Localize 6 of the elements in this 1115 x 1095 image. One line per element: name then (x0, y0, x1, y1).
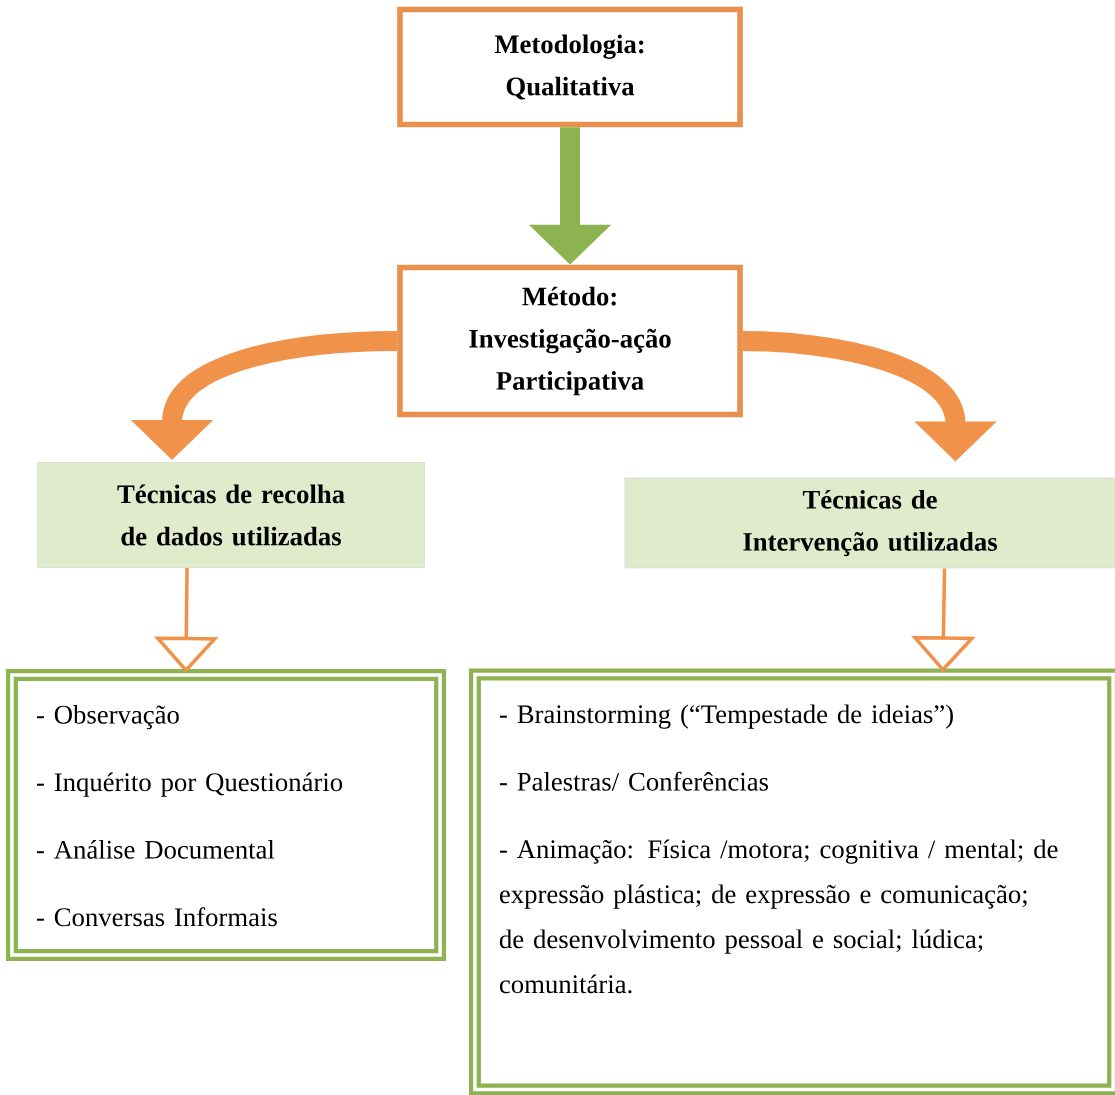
method-box: Método: Investigação-ação Participativa (397, 264, 743, 418)
technique-header: Técnicas de recolha de dados utilizadas (37, 462, 425, 568)
method-box: Metodologia: Qualitativa (397, 6, 743, 128)
list-box: - Observação - Inquérito por Questionário - Análise Documental - Conversas Informais (5, 669, 447, 961)
list-box: - Brainstorming (“Tempestade de ideias”) - Palestras/ Conferências - Animação: Física /motora; cognitiva / mental; de expressão plástica; de expressão e comunicação; de desenvolvimento pessoal e social; lúdica; comunitária. (468, 668, 1115, 1095)
technique-header: Técnicas de Intervenção utilizadas (624, 477, 1115, 569)
